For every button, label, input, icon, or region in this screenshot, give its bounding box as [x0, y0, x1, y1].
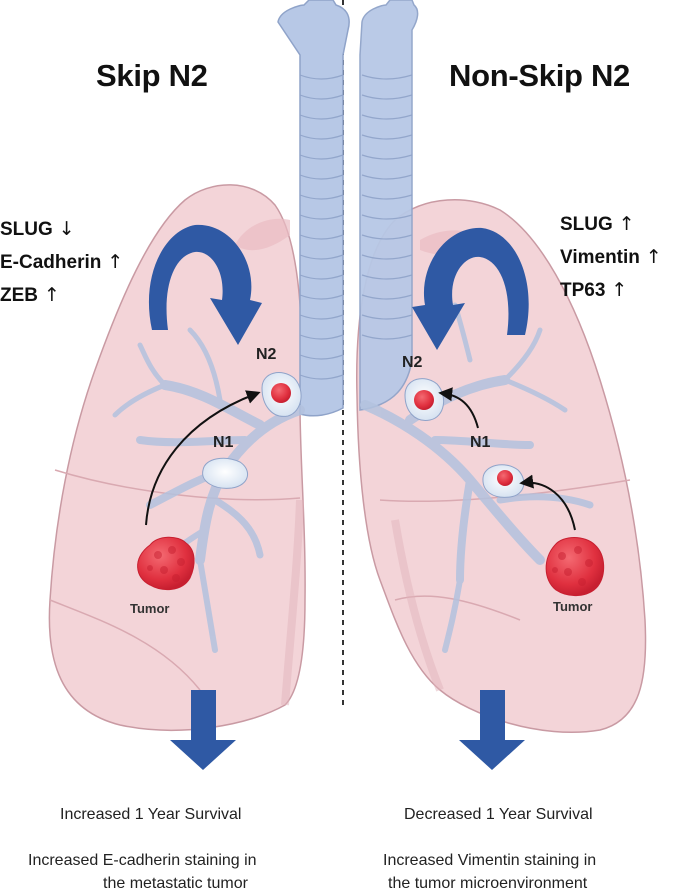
right-curved-arrow: [412, 227, 529, 350]
right-tumor-label: Tumor: [553, 599, 593, 614]
left-survival-text: Increased 1 Year Survival: [60, 806, 242, 823]
left-marker-list: SLUG↓ E-Cadherin↑ ZEB↑: [0, 213, 123, 312]
right-panel-title: Non-Skip N2: [449, 58, 630, 93]
right-tumor: [545, 537, 605, 596]
left-staining-line-2: the metastatic tumor: [103, 875, 248, 892]
left-down-arrow: [170, 690, 236, 770]
left-marker-slug: SLUG↓: [0, 218, 75, 240]
right-n2-label: N2: [402, 354, 423, 371]
left-skip-path: [145, 390, 261, 526]
right-tumor-to-n1-path: [519, 474, 576, 531]
left-marker-ecadherin: E-Cadherin↑: [0, 251, 124, 273]
right-n1-label: N1: [470, 434, 491, 451]
left-staining-line-1: Increased E-cadherin staining in: [28, 852, 257, 869]
left-marker-zeb: ZEB↑: [0, 284, 60, 306]
left-tumor-label: Tumor: [130, 601, 170, 616]
right-n2-node: [404, 378, 445, 421]
right-staining-line-2: the tumor microenvironment: [388, 875, 588, 892]
right-marker-slug: SLUG↑: [560, 213, 635, 235]
left-tumor: [137, 536, 195, 591]
right-n1-to-n2-path: [438, 387, 479, 429]
left-n1-label: N1: [213, 434, 234, 451]
left-panel-title: Skip N2: [96, 58, 208, 93]
left-n1-node: [202, 457, 248, 489]
right-down-arrow: [459, 690, 525, 770]
left-n2-node: [261, 372, 302, 417]
left-curved-arrow: [148, 224, 262, 345]
right-marker-tp63: TP63↑: [560, 279, 628, 301]
right-staining-line-1: Increased Vimentin staining in: [383, 852, 597, 869]
right-marker-vimentin: Vimentin↑: [560, 246, 662, 268]
right-marker-list: SLUG↑ Vimentin↑ TP63↑: [560, 208, 662, 307]
left-n2-label: N2: [256, 346, 277, 363]
right-n1-node: [482, 464, 525, 498]
right-survival-text: Decreased 1 Year Survival: [404, 806, 593, 823]
trachea: [277, 0, 419, 417]
